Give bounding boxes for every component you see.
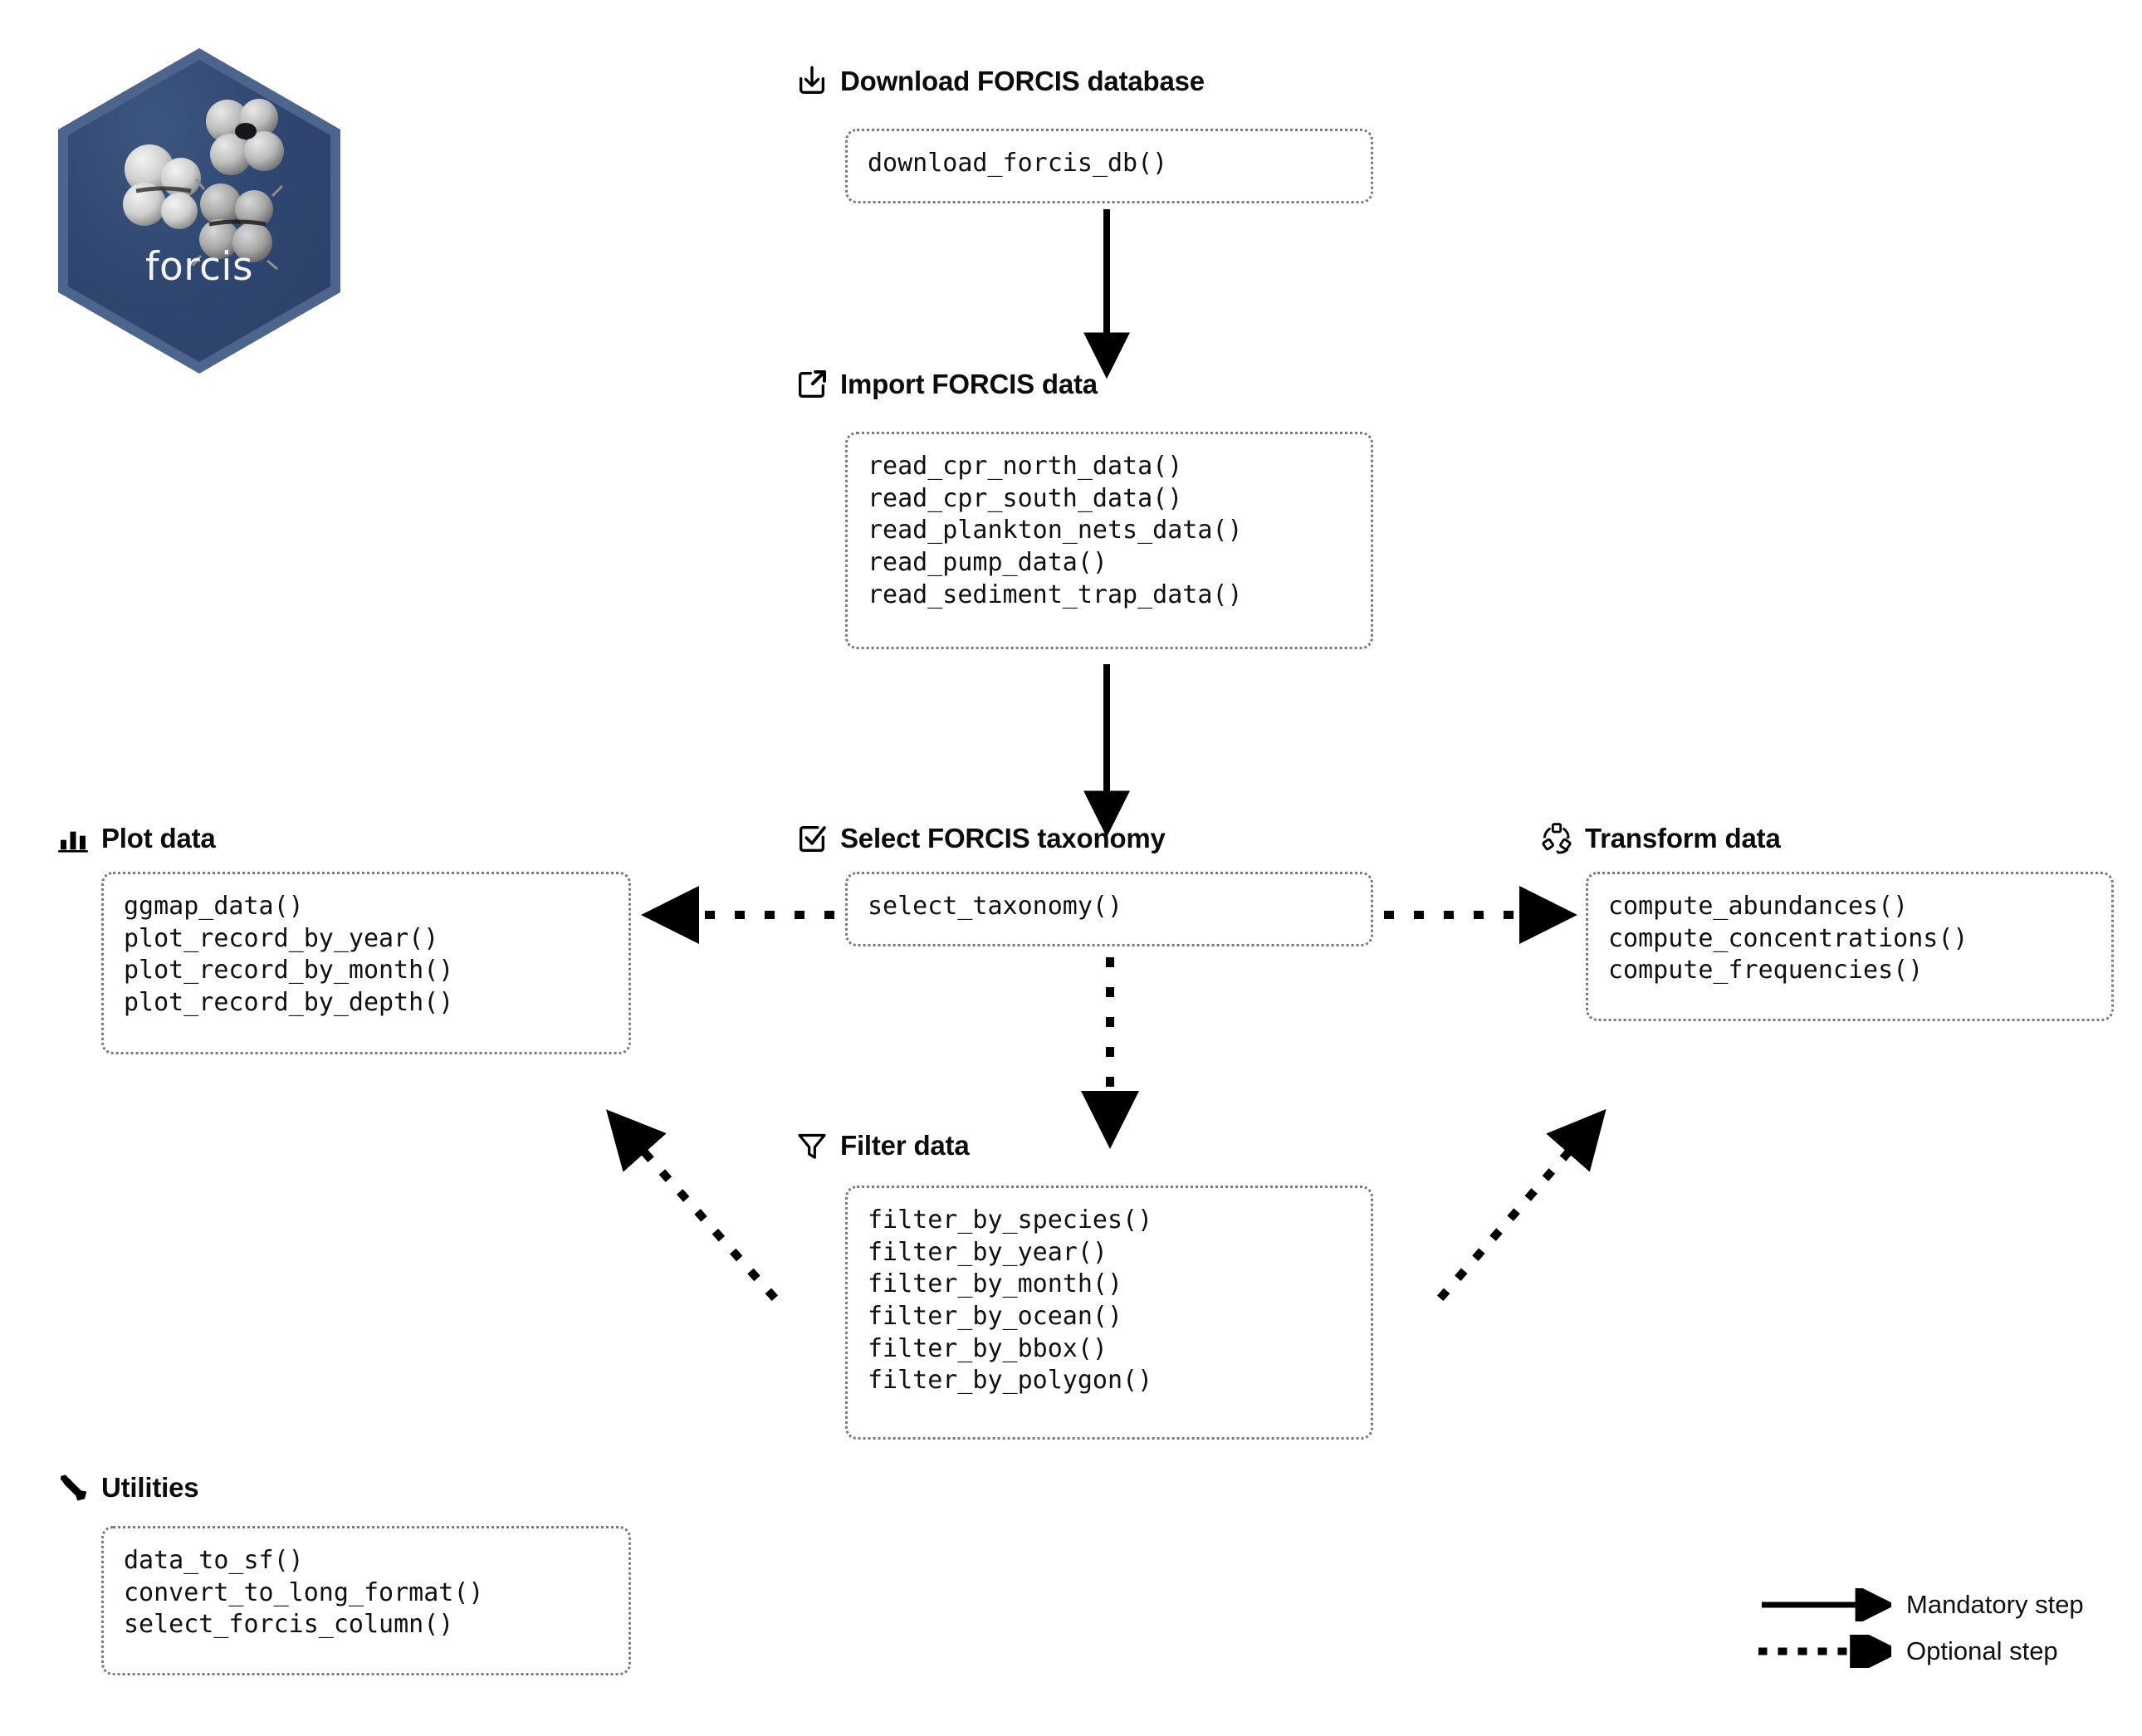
function-name[interactable]: filter_by_species() (868, 1205, 1153, 1235)
function-name[interactable]: select_forcis_column() (124, 1610, 454, 1640)
logo-url: https://frbcesab.github.io/forcis (177, 314, 306, 398)
funnel-icon (798, 1133, 826, 1159)
edge-filter-to-plot (606, 1109, 779, 1302)
function-box-download[interactable]: download_forcis_db() (845, 129, 1373, 203)
forcis-logo: forcis https://frbcesab.github.io/forcis (58, 48, 340, 374)
tools-icon (61, 1474, 87, 1501)
function-name[interactable]: filter_by_bbox() (868, 1333, 1108, 1363)
function-name[interactable]: compute_frequencies() (1608, 956, 1924, 985)
legend-label-optional: Optional step (1906, 1636, 2058, 1665)
section-heading-download: Download FORCIS database (795, 65, 1205, 98)
logo-name: forcis (145, 244, 253, 290)
function-name[interactable]: ggmap_data() (124, 892, 304, 921)
function-name[interactable]: plot_record_by_depth() (124, 988, 454, 1018)
function-name[interactable]: compute_concentrations() (1608, 923, 1968, 953)
download-icon (800, 66, 824, 94)
function-name[interactable]: select_taxonomy() (868, 892, 1123, 921)
checkbox-check-icon (800, 826, 826, 852)
transform-shapes-icon (1542, 823, 1572, 854)
function-name[interactable]: compute_abundances() (1608, 892, 1909, 921)
logo-hex-fill: forcis https://frbcesab.github.io/forcis (68, 60, 330, 362)
legend-row-optional: Optional step (1758, 1628, 2107, 1675)
function-name[interactable]: filter_by_month() (868, 1269, 1123, 1299)
function-name[interactable]: read_pump_data() (868, 548, 1108, 578)
function-name[interactable]: convert_to_long_format() (124, 1577, 484, 1607)
function-box-transform[interactable]: compute_abundances() compute_concentrati… (1586, 872, 2114, 1021)
foraminifera-image-bottom (184, 174, 291, 272)
function-name[interactable]: read_cpr_south_data() (868, 483, 1183, 513)
function-name[interactable]: read_cpr_north_data() (868, 452, 1183, 481)
section-heading-transform: Transform data (1540, 822, 1781, 855)
function-name[interactable]: download_forcis_db() (868, 149, 1168, 178)
section-title-import: Import FORCIS data (840, 369, 1098, 399)
function-name[interactable]: filter_by_ocean() (868, 1302, 1123, 1332)
section-title-taxonomy: Select FORCIS taxonomy (840, 823, 1166, 853)
section-heading-utilities: Utilities (56, 1471, 199, 1504)
import-export-box-icon (799, 370, 826, 398)
function-name[interactable]: data_to_sf() (124, 1546, 304, 1575)
bar-chart-icon (58, 831, 88, 853)
function-box-utilities[interactable]: data_to_sf() convert_to_long_format() se… (101, 1526, 631, 1675)
edge-filter-to-transform (1436, 1108, 1606, 1302)
function-box-plot[interactable]: ggmap_data() plot_record_by_year() plot_… (101, 872, 631, 1054)
section-heading-filter: Filter data (795, 1129, 970, 1162)
dotted-arrow-icon (1758, 1635, 1891, 1668)
function-name[interactable]: filter_by_year() (868, 1237, 1108, 1267)
legend-label-mandatory: Mandatory step (1906, 1590, 2084, 1619)
function-name[interactable]: filter_by_polygon() (868, 1366, 1153, 1396)
foraminifera-image-left (111, 139, 219, 237)
section-title-download: Download FORCIS database (840, 66, 1205, 96)
legend-row-mandatory: Mandatory step (1758, 1582, 2107, 1628)
function-name[interactable]: read_plankton_nets_data() (868, 516, 1243, 545)
function-name[interactable]: plot_record_by_month() (124, 956, 454, 985)
function-box-filter[interactable]: filter_by_species() filter_by_year() fil… (845, 1186, 1373, 1440)
function-box-import[interactable]: read_cpr_north_data() read_cpr_south_dat… (845, 432, 1373, 649)
section-title-filter: Filter data (840, 1130, 970, 1161)
section-heading-plot: Plot data (56, 822, 216, 855)
legend: Mandatory step Optional step (1758, 1582, 2107, 1675)
section-title-plot: Plot data (101, 823, 216, 853)
section-heading-taxonomy: Select FORCIS taxonomy (795, 822, 1166, 855)
solid-arrow-icon (1762, 1588, 1891, 1621)
section-title-transform: Transform data (1585, 823, 1781, 853)
section-heading-import: Import FORCIS data (795, 368, 1098, 401)
foraminifera-image-top (194, 93, 294, 184)
function-box-taxonomy[interactable]: select_taxonomy() (845, 872, 1373, 946)
function-name[interactable]: read_sediment_trap_data() (868, 579, 1243, 609)
function-name[interactable]: plot_record_by_year() (124, 923, 439, 953)
section-title-utilities: Utilities (101, 1472, 199, 1503)
